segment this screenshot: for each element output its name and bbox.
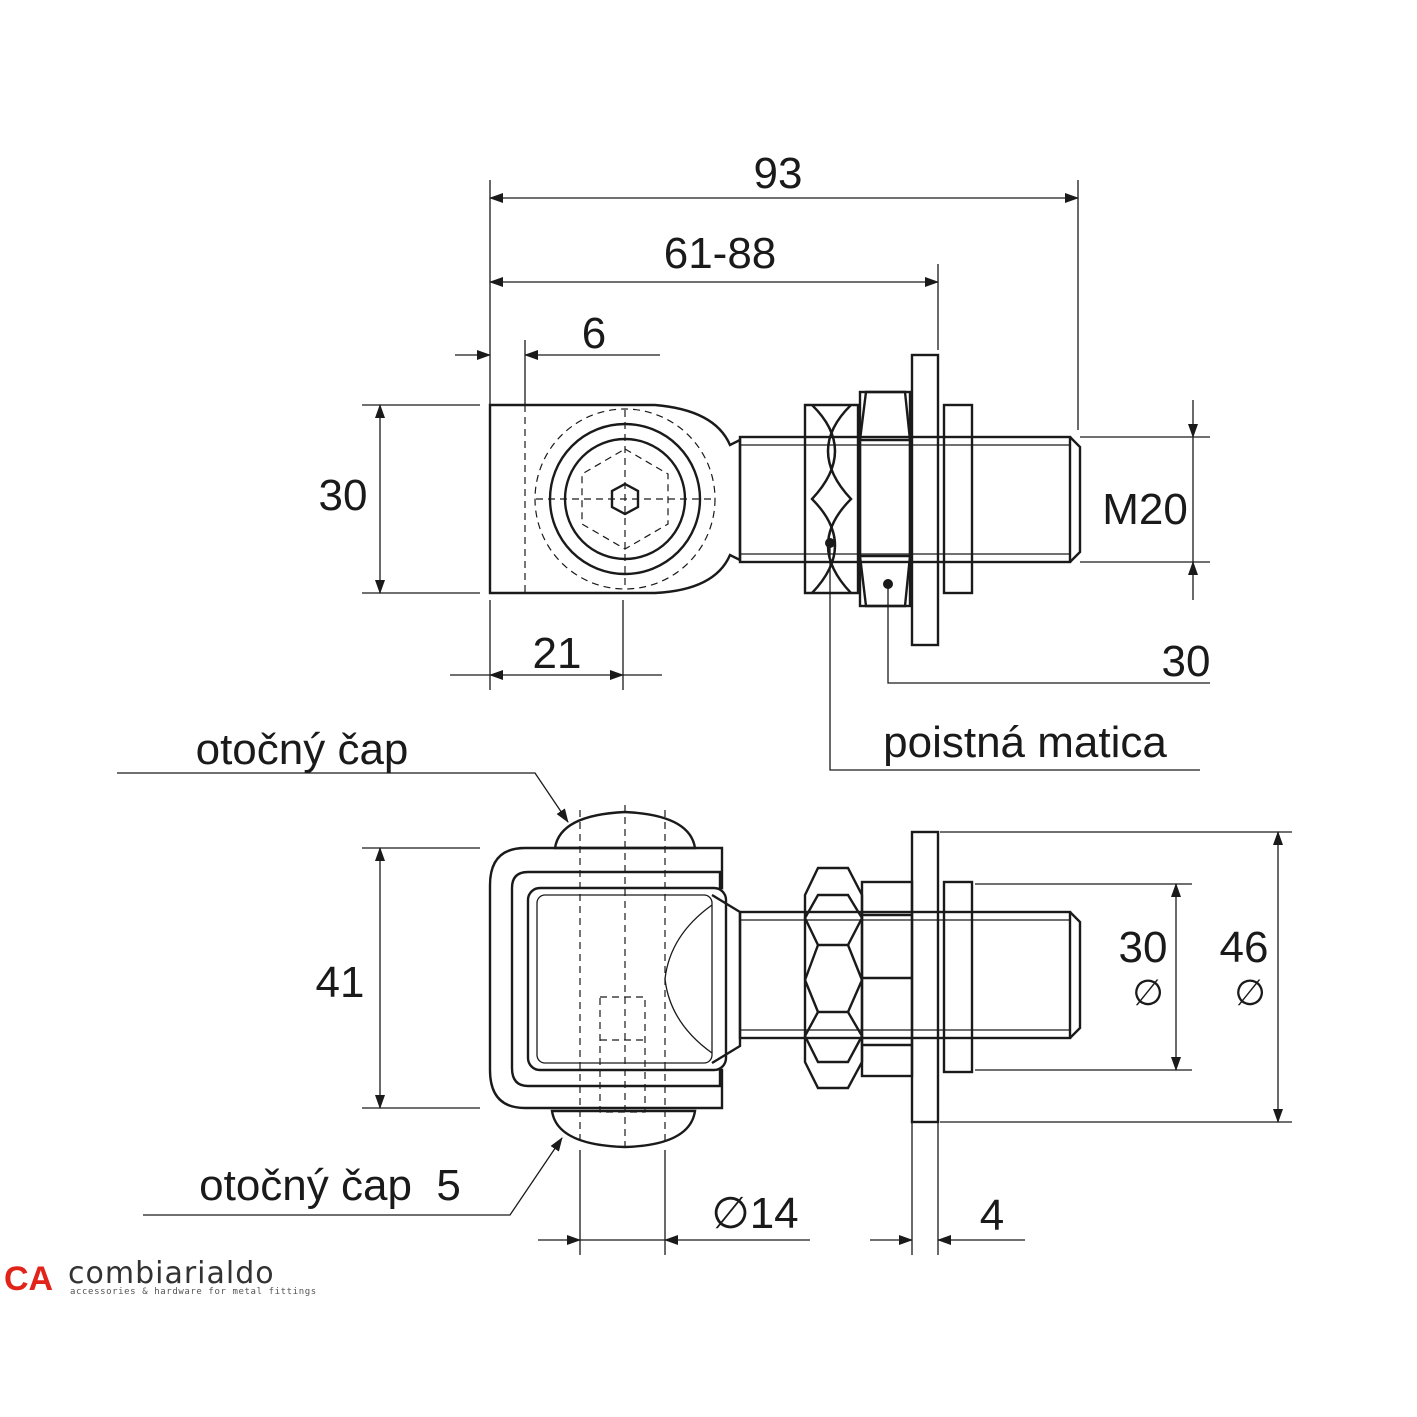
dim-thread: M20	[1102, 485, 1188, 534]
fork-body	[488, 846, 724, 1110]
bottom-view	[488, 805, 1082, 1150]
dim-adjust-range: 61-88	[664, 229, 777, 278]
label-pivot-pin-bottom: otočný čap 5	[199, 1161, 461, 1210]
dia-symbol-large: ∅	[1234, 972, 1265, 1013]
lock-nut-bottom	[803, 866, 864, 1090]
top-dimensions: 93 61-88 6 30 21 M20 30 poistná matica	[319, 149, 1211, 767]
dim-eye-offset: 6	[582, 309, 606, 358]
pivot-cap-top	[553, 810, 697, 850]
dim-fork-height: 41	[316, 958, 365, 1007]
bottom-dimensions: 41 30 ∅ 46 ∅ ∅14 4 otočný čap otočný čap…	[117, 725, 1292, 1255]
washer-small-bottom	[942, 880, 974, 1074]
washer-large-top	[910, 353, 940, 647]
label-pivot-pin-top: otočný čap	[196, 725, 409, 774]
hex-nut-top	[858, 390, 912, 608]
brand-logo: CA combiarialdo accessories & hardware f…	[4, 1256, 317, 1298]
pivot-cap-bottom	[550, 1109, 697, 1149]
dim-nut-size: 30	[1162, 637, 1211, 686]
dim-washer-small: 30	[1119, 923, 1168, 972]
logo-tagline: accessories & hardware for metal fitting…	[70, 1287, 317, 1297]
threaded-rod-bottom	[738, 910, 1072, 1040]
dim-eye-center: 21	[533, 629, 582, 678]
top-view	[488, 353, 1210, 771]
dim-eye-height: 30	[319, 471, 368, 520]
dim-pin-dia: ∅14	[711, 1189, 798, 1238]
logo-name: combiarialdo	[68, 1256, 275, 1291]
lock-nut-top	[803, 403, 860, 595]
logo-mark: CA	[4, 1260, 53, 1298]
dim-washer-large: 46	[1220, 923, 1269, 972]
washer-small-top	[942, 403, 974, 595]
hex-socket	[610, 482, 640, 516]
threaded-rod-top	[738, 435, 1072, 564]
dia-symbol-small: ∅	[1132, 972, 1163, 1013]
washer-large-bottom	[910, 830, 940, 1124]
dim-overall-length: 93	[754, 149, 803, 198]
label-lock-nut: poistná matica	[883, 718, 1167, 767]
dim-washer-thickness: 4	[980, 1191, 1004, 1240]
